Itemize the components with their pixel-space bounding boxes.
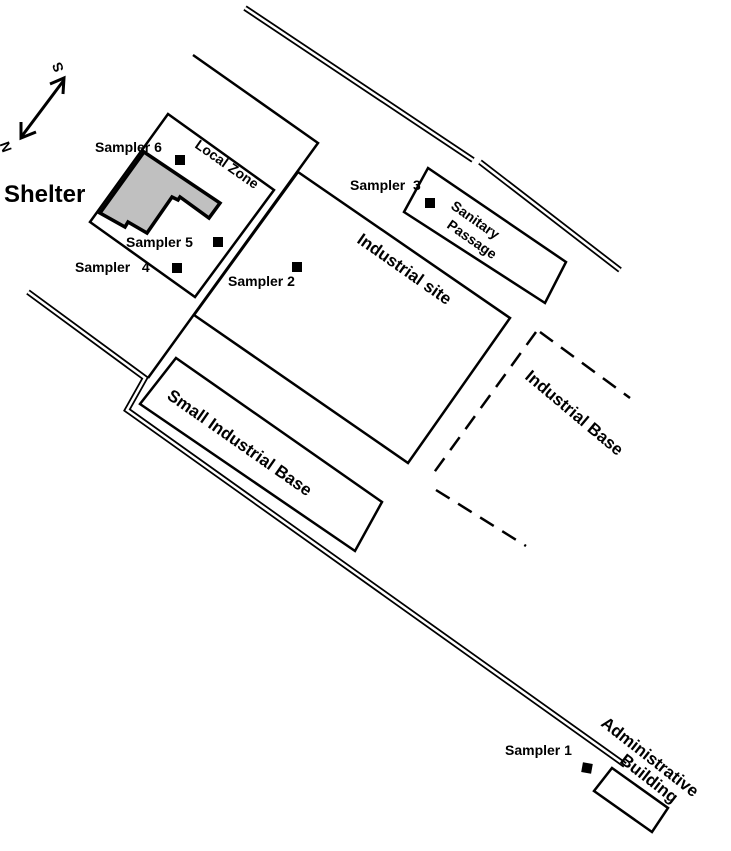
site-boundary — [146, 53, 320, 379]
sampler-3-marker — [425, 198, 435, 208]
administrative-building-outline — [592, 766, 670, 834]
local-zone-label: Local Zone — [192, 136, 262, 192]
local-zone-outline — [88, 112, 276, 299]
sampler-6-marker — [175, 155, 185, 165]
sampler-1-marker — [581, 762, 593, 774]
sampler-5-label: Sampler 5 — [126, 234, 193, 250]
road-north — [243, 5, 622, 273]
industrial-base-label: Industrial Base — [521, 367, 627, 460]
compass-north-label: N — [0, 139, 15, 154]
sampler-2-label: Sampler 2 — [228, 273, 295, 289]
shelter-label: Shelter — [4, 181, 85, 208]
industrial-base-outline — [428, 330, 631, 548]
shelter-building — [97, 149, 223, 236]
sanitary-passage-outline — [402, 166, 568, 305]
sampler-4-label: Sampler 4 — [75, 259, 150, 275]
sampler-markers — [172, 155, 593, 774]
industrial-site-outline — [192, 170, 512, 465]
sampler-1-label: Sampler 1 — [505, 742, 572, 758]
sampler-2-marker — [292, 262, 302, 272]
road-main — [26, 289, 627, 768]
compass-arrow-icon — [19, 75, 66, 141]
sampler-5-marker — [213, 237, 223, 247]
sampler-4-marker — [172, 263, 182, 273]
sampler-3-label: Sampler 3 — [350, 177, 421, 193]
compass-south-label: S — [49, 60, 67, 74]
sampler-6-label: Sampler 6 — [95, 139, 162, 155]
small-industrial-base-outline — [138, 356, 384, 553]
